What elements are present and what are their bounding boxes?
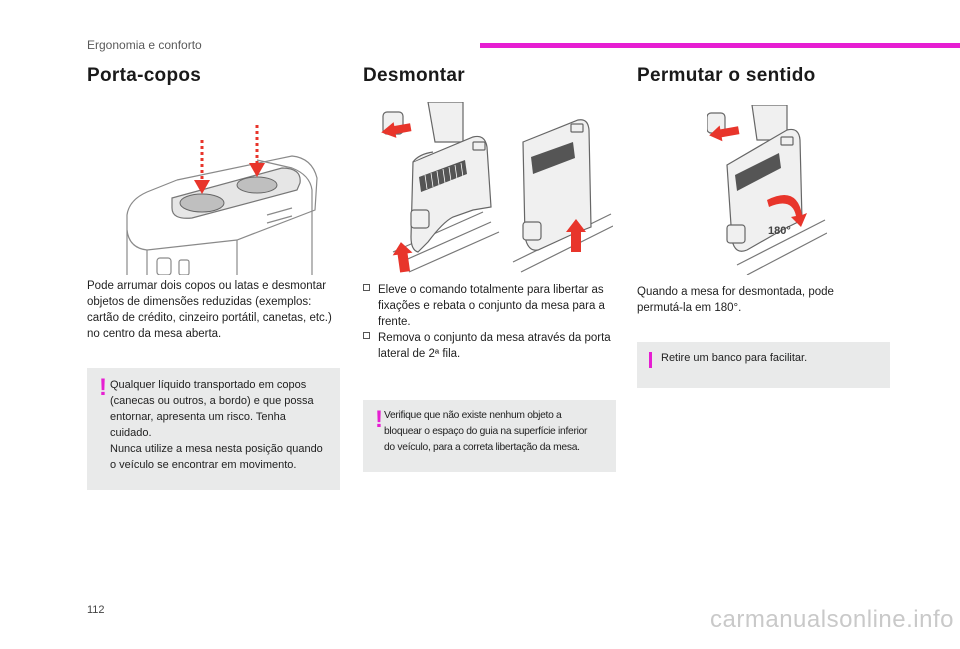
page-number: 112 — [87, 604, 105, 616]
section-title-dismount: Desmontar — [363, 65, 465, 86]
dismount-steps: Eleve o comando totalmente para libertar… — [363, 282, 618, 362]
section-title-reverse-direction: Permutar o sentido — [637, 65, 816, 86]
checkbox-bullet-icon — [363, 332, 370, 339]
warning-line: (canecas ou outros, a bordo) e que possa — [110, 395, 314, 407]
rotate-table-illustration — [707, 105, 827, 275]
warning-line: Verifique que não existe nenhum objeto a — [384, 410, 562, 421]
watermark: carmanualsonline.info — [710, 606, 954, 633]
info-icon — [649, 352, 652, 368]
column-dismount: Desmontar — [363, 60, 618, 472]
cup-holder-warning: ! Qualquer líquido transportado em copos… — [87, 368, 340, 490]
column-cup-holders: Porta-copos Pode arrumar dois copos — [87, 60, 342, 490]
section-accent-bar — [480, 43, 960, 48]
dismount-step: Remova o conjunto da mesa através da por… — [363, 330, 618, 362]
dismount-step-list: Eleve o comando totalmente para libertar… — [363, 282, 618, 362]
warning-line: entornar, apresenta um risco. Tenha — [110, 411, 286, 423]
dismount-step: Eleve o comando totalmente para libertar… — [363, 282, 618, 330]
rotation-label: 180° — [768, 225, 791, 237]
warning-line: bloquear o espaço do guia na superfície … — [384, 426, 588, 437]
exclamation-icon: ! — [99, 374, 107, 401]
info-tip: Retire um banco para facilitar. — [637, 342, 890, 388]
checkbox-bullet-icon — [363, 284, 370, 291]
section-title-cup-holders: Porta-copos — [87, 65, 202, 86]
warning-line: o veículo se encontrar em movimento. — [110, 459, 297, 471]
warning-line: cuidado. — [110, 427, 152, 439]
column-reverse-direction: Permutar o sentido 180° Quando a mesa fo… — [637, 60, 892, 388]
warning-line: Qualquer líquido transportado em copos — [110, 379, 307, 391]
section-header: Ergonomia e conforto — [87, 38, 202, 52]
warning-line: Nunca utilize a mesa nesta posição quand… — [110, 443, 323, 455]
dismount-warning: ! Verifique que não existe nenhum objeto… — [363, 400, 616, 472]
reverse-direction-description: Quando a mesa for desmontada, pode permu… — [637, 286, 834, 314]
warning-line: do veículo, para a correta libertação da… — [384, 442, 580, 453]
cup-holder-description: Pode arrumar dois copos ou latas e desmo… — [87, 280, 332, 340]
cup-holder-illustration — [126, 125, 318, 275]
info-tip-text: Retire um banco para facilitar. — [661, 352, 808, 364]
dismount-illustration — [381, 102, 613, 273]
exclamation-icon: ! — [375, 406, 383, 433]
